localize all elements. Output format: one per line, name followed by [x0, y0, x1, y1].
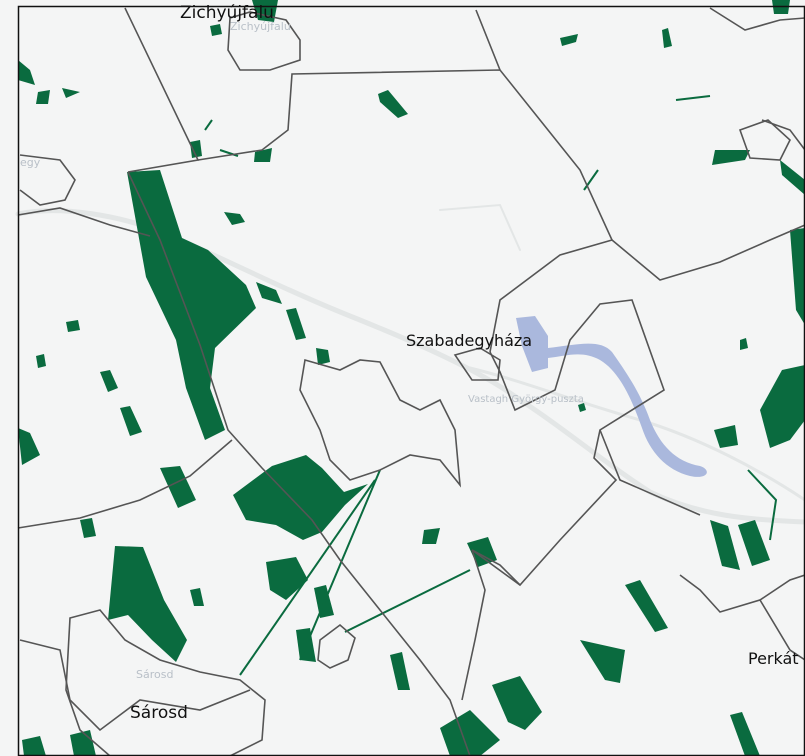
forest-patch [36, 90, 50, 104]
place-label-left-minor: egy [20, 156, 41, 169]
village-border [299, 358, 462, 488]
place-label-right: Perkát [748, 649, 799, 668]
water-layer [516, 316, 707, 477]
forest-patch [256, 282, 282, 304]
municipal-border [471, 299, 665, 587]
municipal-border [461, 549, 486, 701]
forest-strip [747, 469, 778, 541]
forest-patch [740, 338, 748, 350]
forest-patch [780, 160, 805, 195]
forest-patch [190, 140, 202, 158]
forest-strip [299, 469, 381, 661]
village-border [317, 623, 356, 669]
border-layer [17, 7, 805, 756]
forest-patch [66, 320, 80, 332]
forest-patch [18, 60, 35, 85]
forest-patch [233, 455, 368, 540]
forest-patch [714, 425, 738, 448]
forest-patch [738, 520, 770, 566]
forest-patch [760, 365, 805, 448]
forest-patch [190, 588, 204, 606]
forest-patch [730, 712, 760, 756]
village-border [738, 119, 791, 161]
forest-patch [18, 428, 40, 465]
municipal-border [19, 154, 76, 206]
lake [516, 316, 548, 372]
forest-patch [378, 90, 408, 118]
forest-patch [580, 640, 625, 683]
municipal-border [759, 574, 805, 601]
forest-patch [662, 28, 672, 48]
forest-patch [108, 546, 187, 662]
village-border [227, 11, 301, 71]
municipal-border [197, 69, 614, 353]
forest-patch [210, 24, 222, 36]
forest-patch [120, 406, 142, 436]
municipal-border [127, 171, 471, 756]
village-border [65, 609, 266, 756]
municipal-border [471, 549, 521, 586]
village-border [453, 347, 501, 381]
label-layer: Zichyújfalu Zichyújfalu egy Szabadegyház… [20, 3, 799, 723]
forest-patch [560, 34, 578, 46]
municipal-border [475, 9, 501, 71]
municipal-border [599, 429, 701, 516]
forest-patch [625, 580, 668, 632]
forest-patch [224, 212, 245, 225]
municipal-border [17, 207, 151, 237]
forest-strip [239, 479, 376, 676]
place-label-bottom-left-ghost: Sárosd [136, 668, 173, 681]
place-label-top: Zichyújfalu [180, 3, 274, 23]
municipal-border [679, 574, 805, 661]
forest-patch [36, 354, 46, 368]
forest-patch [316, 348, 330, 365]
forest-patch [578, 403, 586, 412]
place-label-center: Szabadegyháza [406, 331, 532, 350]
forest-patch [286, 308, 306, 340]
municipal-border [709, 7, 805, 31]
minor-road [439, 203, 521, 251]
forest-patch [710, 520, 740, 570]
forest-strip [344, 569, 471, 633]
forest-patch [62, 88, 80, 98]
forest-patch [492, 676, 542, 730]
forest-strips [204, 95, 778, 676]
municipal-border [611, 224, 805, 281]
forest-strip [204, 119, 213, 131]
forest-patch [70, 730, 96, 756]
forest-patch [440, 710, 500, 756]
forest-patch [266, 557, 308, 600]
place-label-bottom-left: Sárosd [130, 703, 188, 723]
municipal-border [19, 639, 251, 732]
forest-strip [675, 95, 711, 101]
forest-patch [80, 518, 96, 538]
forest-patch [100, 370, 118, 392]
place-label-minor-center: Vastagh György-puszta [468, 394, 584, 405]
forest-patch [790, 228, 805, 325]
forest-patch [390, 652, 410, 690]
forest-patch [254, 148, 272, 162]
forest-patch [22, 736, 46, 756]
forest-patch [712, 150, 750, 165]
forest-strip [583, 169, 599, 191]
place-label-top-ghost: Zichyújfalu [230, 20, 291, 33]
forest-patch [160, 466, 196, 508]
municipal-border [17, 439, 233, 529]
forest-patch [422, 528, 440, 544]
